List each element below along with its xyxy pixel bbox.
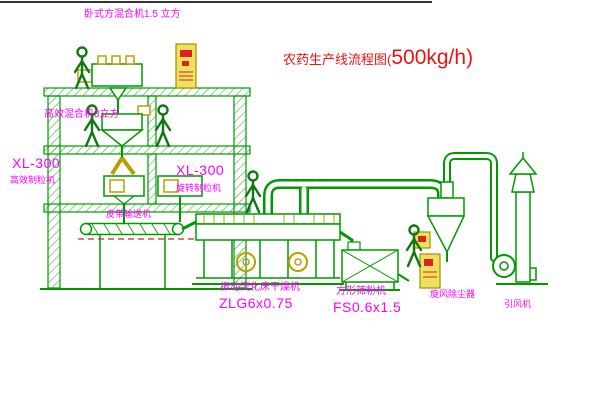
label-cyclone: 旋风除尘器 — [430, 289, 476, 299]
granulator-right — [157, 175, 203, 222]
label-dryer-model: ZLG6x0.75 — [219, 295, 293, 311]
cyclone-separator — [426, 181, 466, 262]
worker-floor2-right — [154, 104, 172, 148]
label-belt-conveyor: 皮带输送机 — [106, 209, 152, 219]
label-sieve-name: 方形筛粉机 — [336, 286, 386, 297]
label-fan: 引风机 — [504, 299, 532, 309]
label-sieve-model: FS0.6x1.5 — [333, 299, 402, 315]
label-granulator-right-name: 旋转制粒机 — [176, 183, 222, 193]
control-cabinet-top — [175, 43, 197, 89]
high-efficiency-mixer — [99, 105, 151, 176]
title-text: 农药生产线流程图( — [283, 52, 392, 67]
cyclone-outlet-pipe — [443, 152, 498, 262]
label-dryer-name: 振动流化床干燥机 — [220, 282, 300, 293]
label-granulator-left-name: 高效制粒机 — [10, 175, 56, 185]
label-high-mixer: 高效混合机3立方 — [44, 109, 120, 120]
label-granulator-right-model: XL-300 — [176, 162, 225, 178]
belt-conveyor — [78, 219, 199, 288]
title-capacity: 500kg/h) — [391, 46, 474, 69]
fluid-bed-dryer — [192, 213, 354, 285]
diagram-title: 农药生产线流程图( 500kg/h) — [283, 46, 473, 70]
square-sieve — [340, 241, 410, 291]
label-granulator-left-model: XL-300 — [12, 155, 61, 171]
label-horizontal-mixer: 卧式方混合机1.5 立方 — [84, 9, 181, 20]
control-cabinet-tall — [419, 253, 441, 289]
granulator-left — [103, 175, 145, 223]
exhaust-stack — [508, 152, 538, 283]
exhaust-duct — [263, 179, 447, 221]
